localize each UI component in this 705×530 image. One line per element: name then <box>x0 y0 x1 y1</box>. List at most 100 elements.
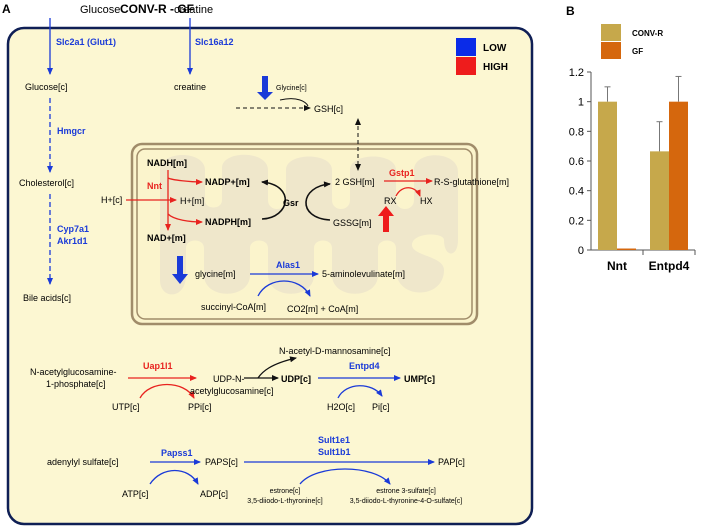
gsh-c-label: GSH[c] <box>314 104 343 114</box>
chart-bars <box>598 75 688 251</box>
nadp-m-label: NADP+[m] <box>205 177 250 187</box>
estrone-sulfate-label-2: 3,5-diiodo-L-thyronine-4-O-sulfate[c] <box>350 498 462 505</box>
enzyme-papss1: Papss1 <box>161 448 193 458</box>
adp-label: ADP[c] <box>200 489 228 499</box>
x-category-label: Nnt <box>607 259 627 273</box>
legend-swatch-gf <box>601 42 621 59</box>
enzyme-entpd4: Entpd4 <box>349 361 380 371</box>
nnt-nadph-branch <box>167 213 203 225</box>
legend-label-gf: GF <box>632 47 643 56</box>
legend-swatch-conv-r <box>601 24 621 41</box>
estrone-sulfate-label-1: estrone 3-sulfate[c] <box>376 488 436 495</box>
pi-label: Pi[c] <box>372 402 390 412</box>
cristae-shape <box>160 154 458 295</box>
legend-low-label: LOW <box>483 43 507 54</box>
entpd4-cosubstrate-curve <box>337 385 383 399</box>
aps-label: adenylyl sulfate[c] <box>47 457 119 467</box>
pap-label: PAP[c] <box>438 457 465 467</box>
udpn-label-2: acetylglucosamine[c] <box>190 386 274 396</box>
glycine-m-low-arrow <box>172 256 188 284</box>
gsr-gsh-curve <box>305 181 331 221</box>
nacmann-label: N-acetyl-D-mannosamine[c] <box>279 346 391 356</box>
papss1-cosubstrate-curve <box>149 470 199 485</box>
y-tick-label: 0.2 <box>569 215 584 227</box>
y-tick-label: 1.2 <box>569 67 584 79</box>
nnt-nadp-branch <box>167 177 203 185</box>
glycine-c-label: Glycine[c] <box>276 85 307 92</box>
nadph-m-label: NADPH[m] <box>205 217 251 227</box>
chart-labels: Nnt Entpd4 <box>607 259 690 273</box>
enzyme-nnt: Nnt <box>147 181 162 191</box>
ala-m-label: 5-aminolevulinate[m] <box>322 269 405 279</box>
creatine-c-label: creatine <box>174 82 206 92</box>
h-c-label: H+[c] <box>101 195 122 205</box>
mitochondrion-inner-boundary <box>136 148 473 320</box>
legend-high-swatch <box>456 57 476 75</box>
nacglc-label-1: N-acetylglucosamine- <box>30 367 117 377</box>
nad-m-label: NAD+[m] <box>147 233 186 243</box>
enzyme-gsr: Gsr <box>283 198 299 208</box>
gsr-nadph-curve <box>261 179 287 220</box>
udp-label: UDP[c] <box>281 374 311 384</box>
y-tick-label: 0.4 <box>569 186 584 198</box>
bar-nnt-gf <box>617 248 636 250</box>
panel-a-letter: A <box>2 2 11 16</box>
glucose-c-label: Glucose[c] <box>25 82 68 92</box>
udpn-label-1: UDP-N- <box>213 374 245 384</box>
y-tick-label: 0 <box>578 245 584 257</box>
enzyme-akr1d1: Akr1d1 <box>57 236 88 246</box>
gssg-high-arrow <box>378 206 394 232</box>
nacmann-branch-arrow <box>257 356 297 379</box>
legend-low-swatch <box>456 38 476 56</box>
creatine-top-label: creatine <box>174 4 213 16</box>
nadh-m-label: NADH[m] <box>147 158 187 168</box>
enzyme-slc2a1: Slc2a1 (Glut1) <box>56 37 116 47</box>
h2o-label: H2O[c] <box>327 402 355 412</box>
bar-nnt-conv-r <box>598 101 617 251</box>
bar-entpd4-conv-r <box>650 151 669 250</box>
glycine-low-arrow <box>257 76 273 100</box>
sult-cosubstrate-curve <box>299 468 391 485</box>
legend-high-label: HIGH <box>483 62 508 73</box>
hx-label: HX <box>420 196 433 206</box>
succ-m-label: succinyl-CoA[m] <box>201 302 266 312</box>
enzyme-gstp1: Gstp1 <box>389 168 415 178</box>
ppi-label: PPi[c] <box>188 402 212 412</box>
enzyme-cyp7a1: Cyp7a1 <box>57 224 89 234</box>
gssg-m-label: GSSG[m] <box>333 218 372 228</box>
h-m-label: H+[m] <box>180 196 204 206</box>
rx-hx-curve <box>395 187 421 197</box>
alas1-cosubstrate-curve <box>257 280 311 297</box>
panel-b-letter: B <box>566 4 575 18</box>
enzyme-sult1b1: Sult1b1 <box>318 447 351 457</box>
y-tick-label: 0.6 <box>569 156 584 168</box>
uap1l1-cosubstrate-curve <box>139 384 195 399</box>
co2-m-label: CO2[m] + CoA[m] <box>287 304 358 314</box>
cholesterol-label: Cholesterol[c] <box>19 178 74 188</box>
y-tick-label: 1 <box>578 97 584 109</box>
enzyme-alas1: Alas1 <box>276 260 300 270</box>
gsh2-m-label: 2 GSH[m] <box>335 177 375 187</box>
estrone-label-1: estrone[c] <box>270 488 301 495</box>
enzyme-slc16a12: Slc16a12 <box>195 37 234 47</box>
glycine-join-curve <box>279 98 309 107</box>
enzyme-uap1l1: Uap1l1 <box>143 361 173 371</box>
x-category-label: Entpd4 <box>649 259 690 273</box>
glycine-m-label: glycine[m] <box>195 269 236 279</box>
rsg-m-label: R-S-glutathione[m] <box>434 177 509 187</box>
enzyme-hmgcr: Hmgcr <box>57 126 86 136</box>
nacglc-label-2: 1-phosphate[c] <box>46 379 106 389</box>
glucose-label: Glucose <box>80 4 120 16</box>
estrone-label-2: 3,5-diiodo-L-thyronine[c] <box>247 498 323 505</box>
chart-axes: 0 0.2 0.4 0.6 0.8 1 1.2 <box>569 67 696 257</box>
enzyme-sult1e1: Sult1e1 <box>318 435 350 445</box>
panel-a-title: CONV-R - GF <box>120 2 194 16</box>
utp-label: UTP[c] <box>112 402 140 412</box>
rx-label: RX <box>384 196 397 206</box>
y-tick-label: 0.8 <box>569 126 584 138</box>
bar-entpd4-gf <box>669 101 688 251</box>
bile-acids-label: Bile acids[c] <box>23 293 71 303</box>
paps-label: PAPS[c] <box>205 457 238 467</box>
